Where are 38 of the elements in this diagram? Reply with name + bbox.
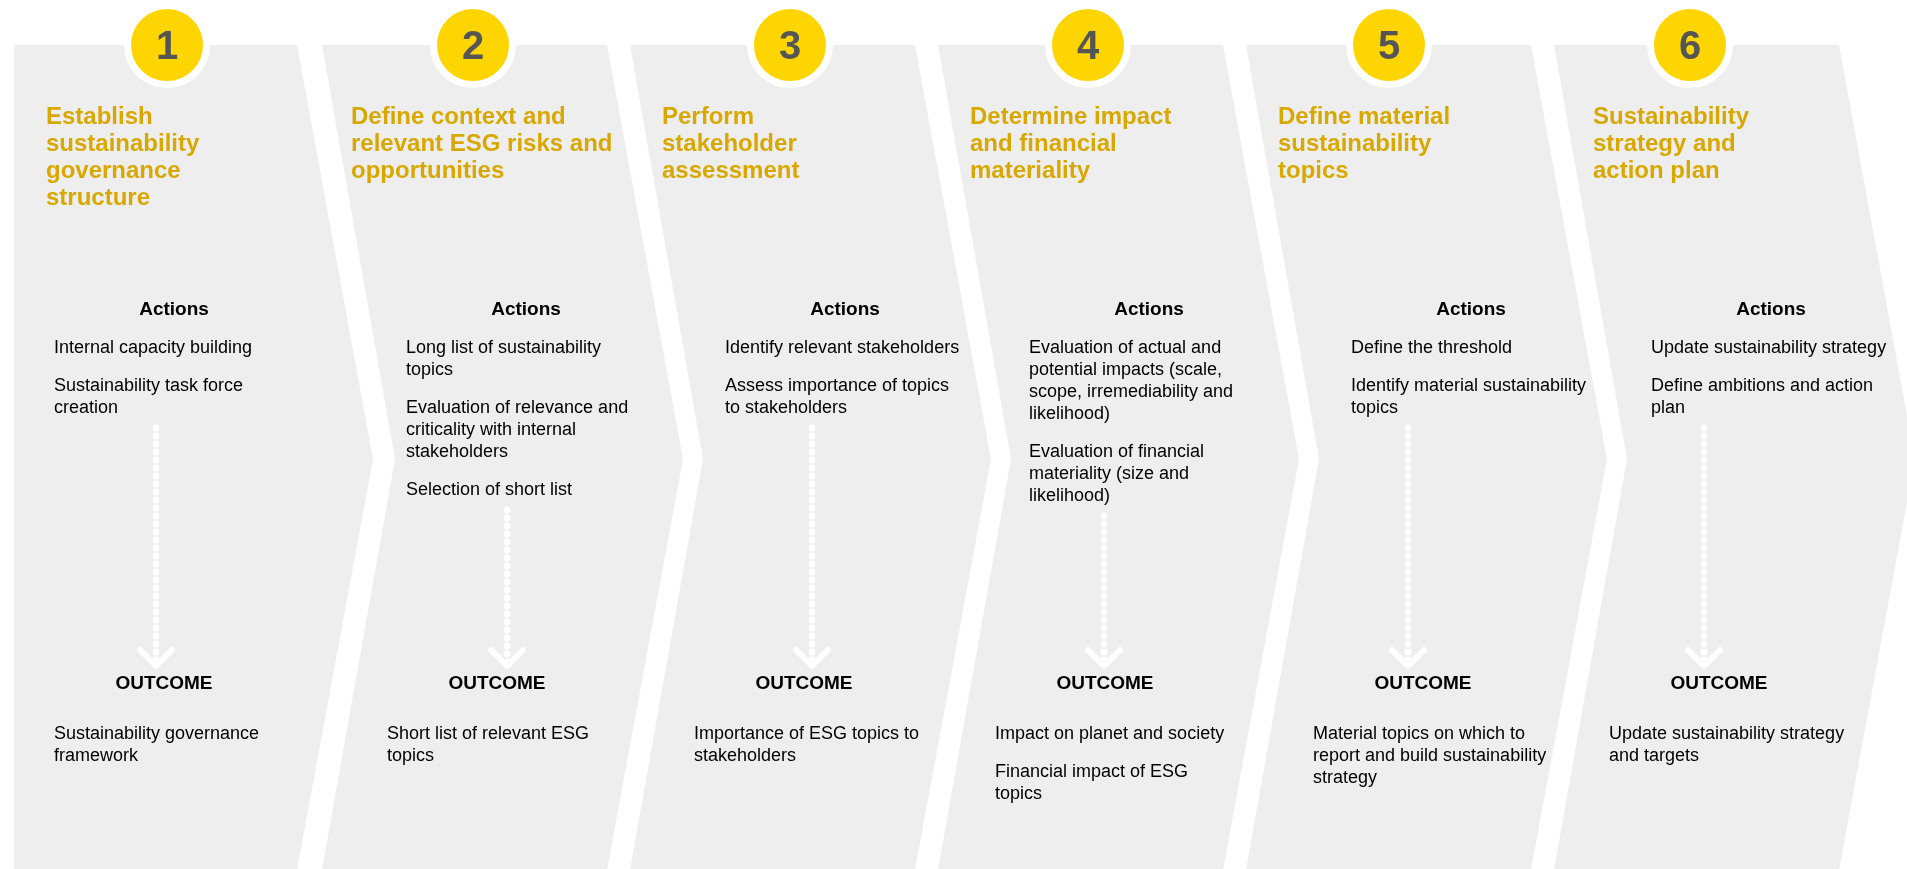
section-heading: Actions xyxy=(810,298,880,320)
section-heading: Actions xyxy=(139,298,209,320)
list-item: Internal capacity building xyxy=(54,336,253,358)
section-heading: OUTCOME xyxy=(755,672,853,694)
list-item: Importance of ESG topics to stakeholders xyxy=(694,722,921,766)
list-item: Update sustainability strategy xyxy=(1651,336,1887,358)
list-item: Short list of relevant ESG topics xyxy=(387,722,591,766)
list-item: Assess importance of topics to stakeholders xyxy=(725,374,951,418)
section-heading: Actions xyxy=(1114,298,1184,320)
list-item: Identify material sustainability topics xyxy=(1351,374,1588,418)
list-item: Sustainability governance framework xyxy=(54,722,261,766)
list-item: Evaluation of relevance and criticality with internal stakeholders xyxy=(406,396,630,462)
list-item: Long list of sustainability topics xyxy=(406,336,603,380)
step-title: Define material sustainability topics xyxy=(1278,102,1452,183)
section-heading: Actions xyxy=(1436,298,1506,320)
list-item: Define ambitions and action plan xyxy=(1651,374,1875,418)
section-heading: OUTCOME xyxy=(115,672,213,694)
list-item: Material topics on which to report and build sustainability strategy xyxy=(1313,722,1548,788)
list-item: Update sustainability strategy and targets xyxy=(1609,722,1846,766)
list-item: Financial impact of ESG topics xyxy=(995,760,1190,804)
list-item: Evaluation of financial materiality (size and likelihood) xyxy=(1029,440,1206,506)
section-heading: Actions xyxy=(1736,298,1806,320)
step-title: Perform stakeholder assessment xyxy=(662,102,801,183)
list-item: Selection of short list xyxy=(406,478,573,500)
section-heading: OUTCOME xyxy=(1374,672,1472,694)
section-heading: OUTCOME xyxy=(448,672,546,694)
step-title: Establish sustainability governance structure xyxy=(46,102,201,210)
step-title: Define context and relevant ESG risks and opportunities xyxy=(351,102,614,183)
list-item: Evaluation of actual and potential impacts (scale, scope, irremediability and likelihood) xyxy=(1029,336,1235,424)
list-item: Sustainability task force creation xyxy=(54,374,245,418)
list-item: Impact on planet and society xyxy=(995,722,1225,744)
section-heading: OUTCOME xyxy=(1670,672,1768,694)
list-item: Identify relevant stakeholders xyxy=(725,336,960,358)
step-title: Sustainability strategy and action plan xyxy=(1593,102,1751,183)
list-item: Define the threshold xyxy=(1351,336,1513,358)
section-heading: OUTCOME xyxy=(1056,672,1154,694)
section-heading: Actions xyxy=(491,298,561,320)
step-title: Determine impact and financial materiality xyxy=(970,102,1173,183)
